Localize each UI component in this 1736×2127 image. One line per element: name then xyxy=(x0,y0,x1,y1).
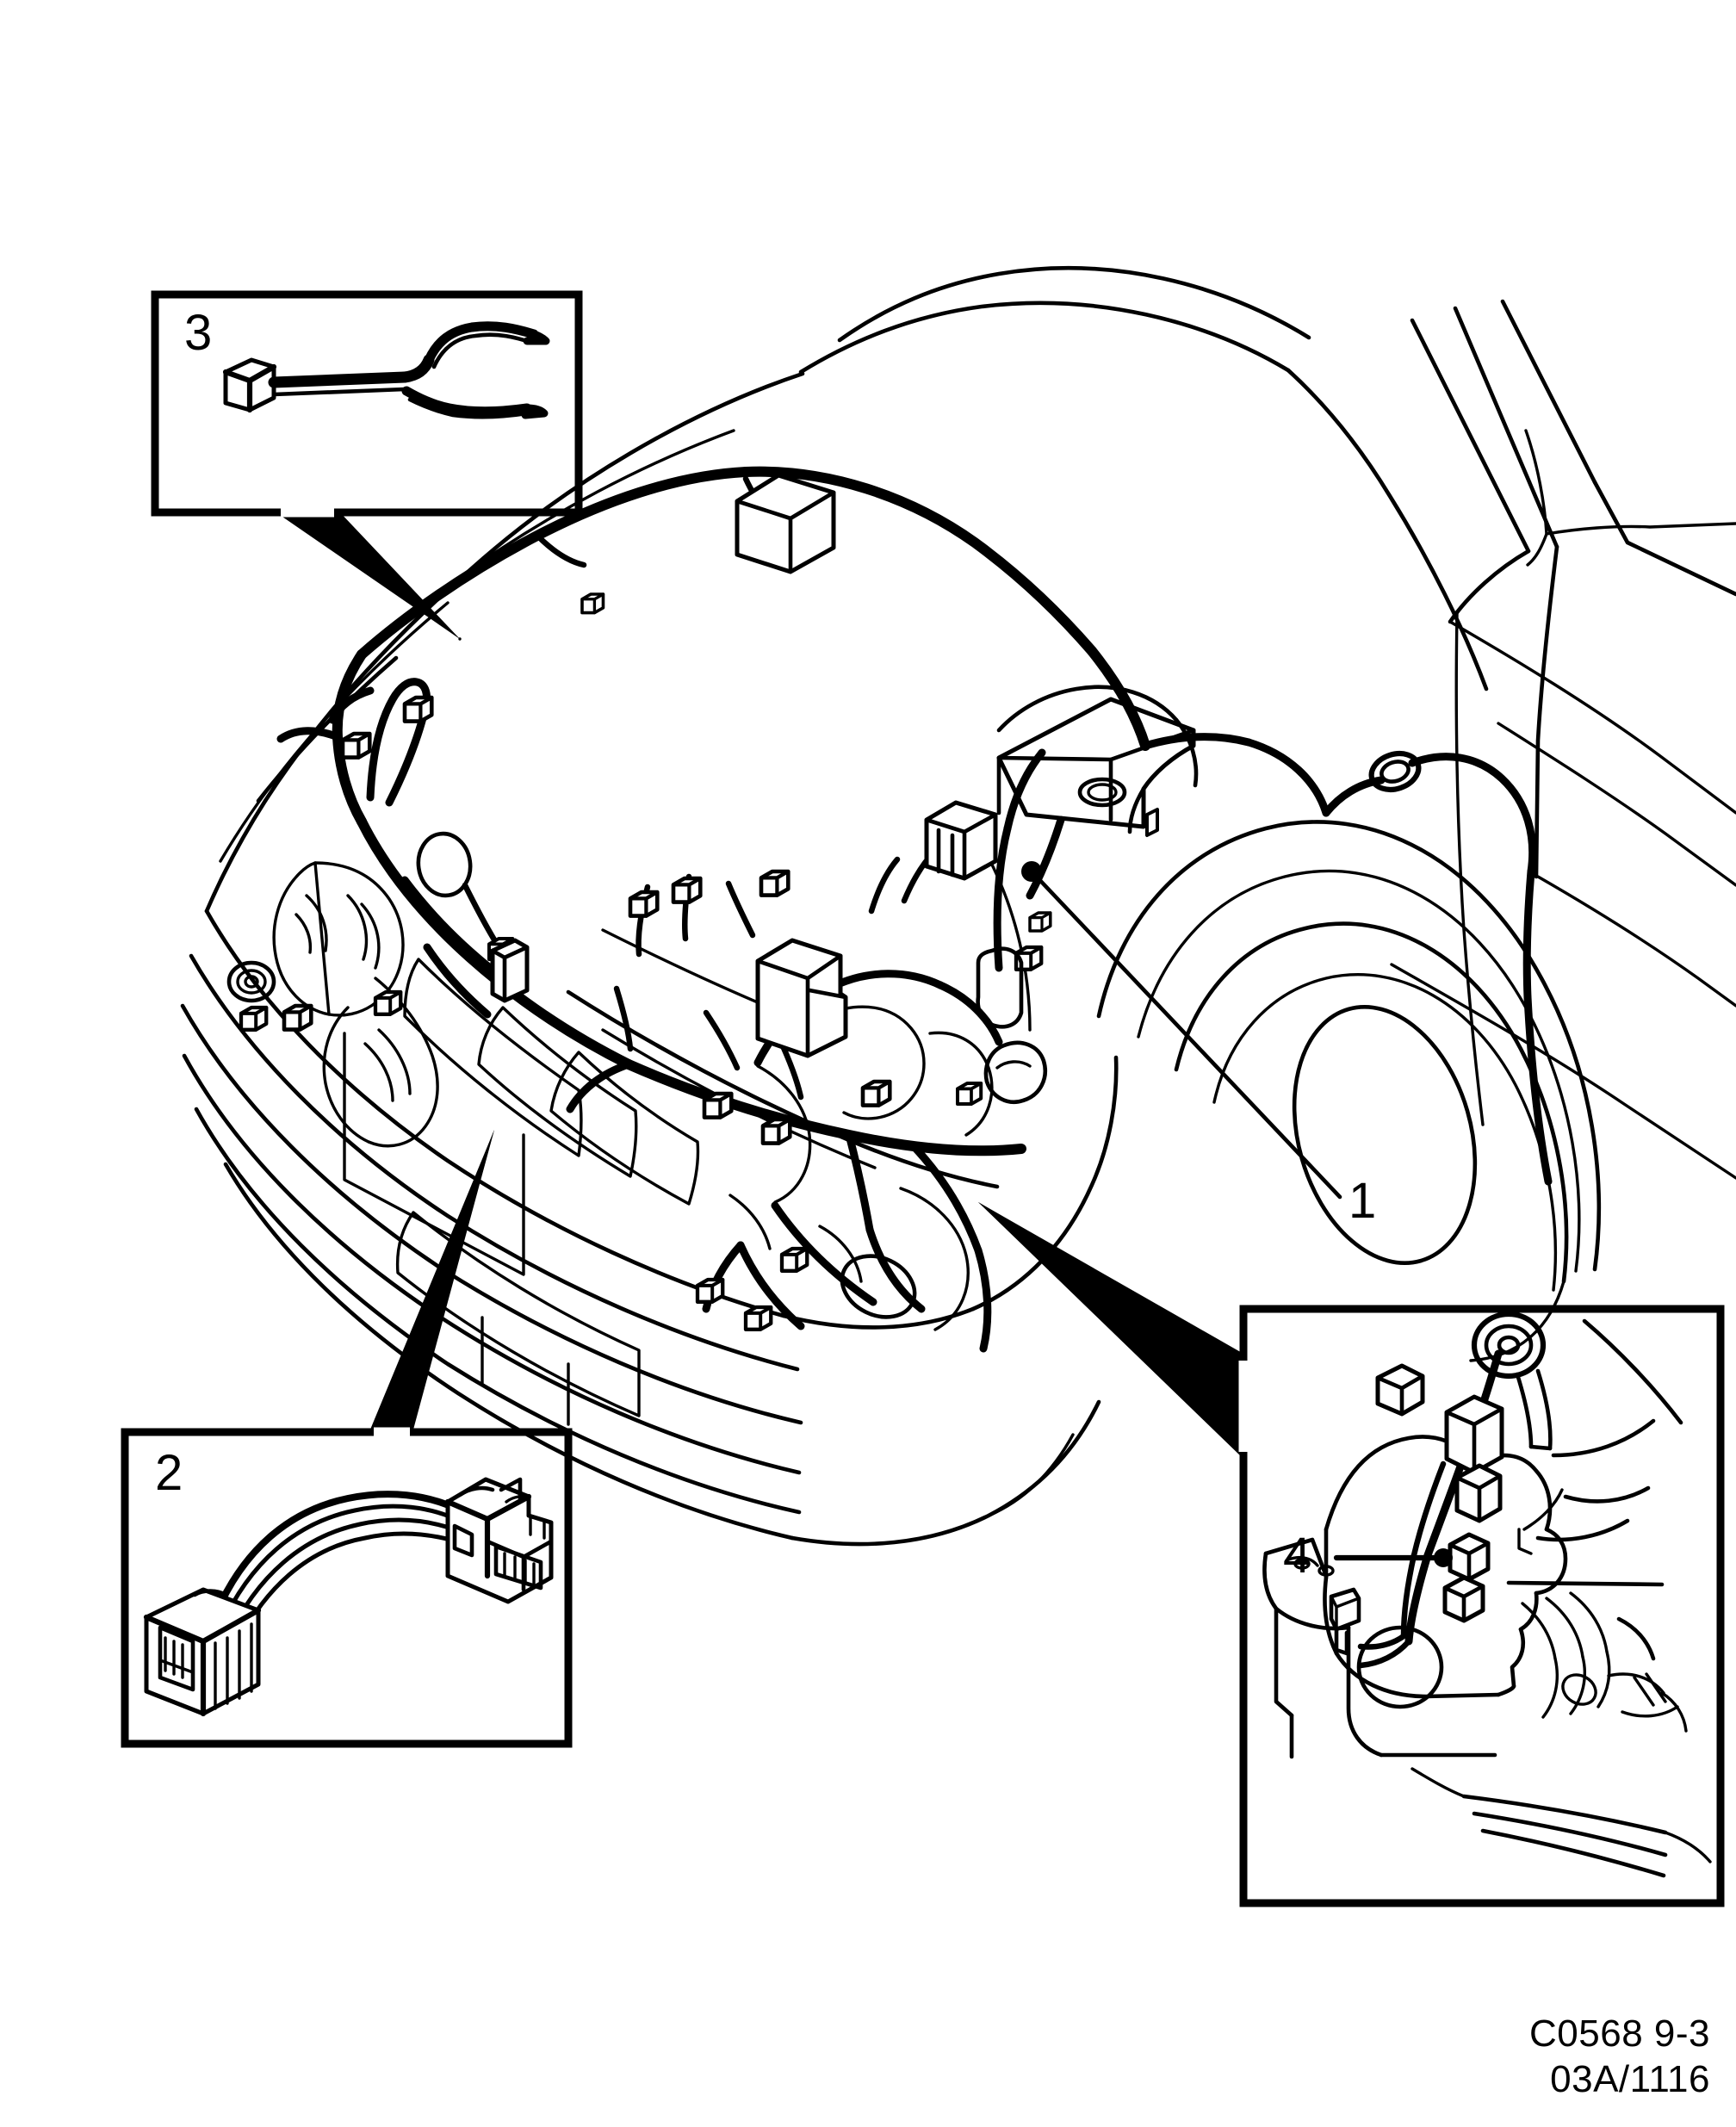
callout-box-2 xyxy=(121,1130,573,1748)
connector-bullet xyxy=(490,938,530,1003)
harness-clip-cylindrical-1 xyxy=(976,946,1024,1029)
callout-box-4 xyxy=(978,1202,1725,1907)
connector-cube-large xyxy=(735,473,836,574)
callout-label-1: 1 xyxy=(1348,1173,1377,1229)
connector-relay-scuttle xyxy=(924,800,998,881)
drawing-number: C0568 9-3 xyxy=(1529,2012,1710,2055)
connector-relay-mid xyxy=(755,938,848,1058)
callout-label-2: 2 xyxy=(155,1445,183,1501)
sheet-code: 03A/1116 xyxy=(1550,2058,1710,2101)
part-3-artwork xyxy=(222,321,550,419)
leader-callout-1 xyxy=(1021,861,1342,1200)
drawing-footer: C0568 9-3 03A/1116 xyxy=(1529,2011,1710,2103)
leader-dot-4 xyxy=(1434,1548,1453,1567)
connector-cubes xyxy=(241,592,1052,1330)
part-4-artwork xyxy=(1262,1311,1712,1878)
callout-box-3 xyxy=(151,290,583,639)
callout-label-3: 3 xyxy=(184,305,213,361)
reservoir xyxy=(996,685,1199,788)
stud-fixing xyxy=(226,960,276,1003)
harness-clip-cylindrical-2 xyxy=(983,1040,1047,1104)
callout-label-4: 4 xyxy=(1283,1528,1311,1584)
part-2-artwork xyxy=(143,1477,554,1717)
